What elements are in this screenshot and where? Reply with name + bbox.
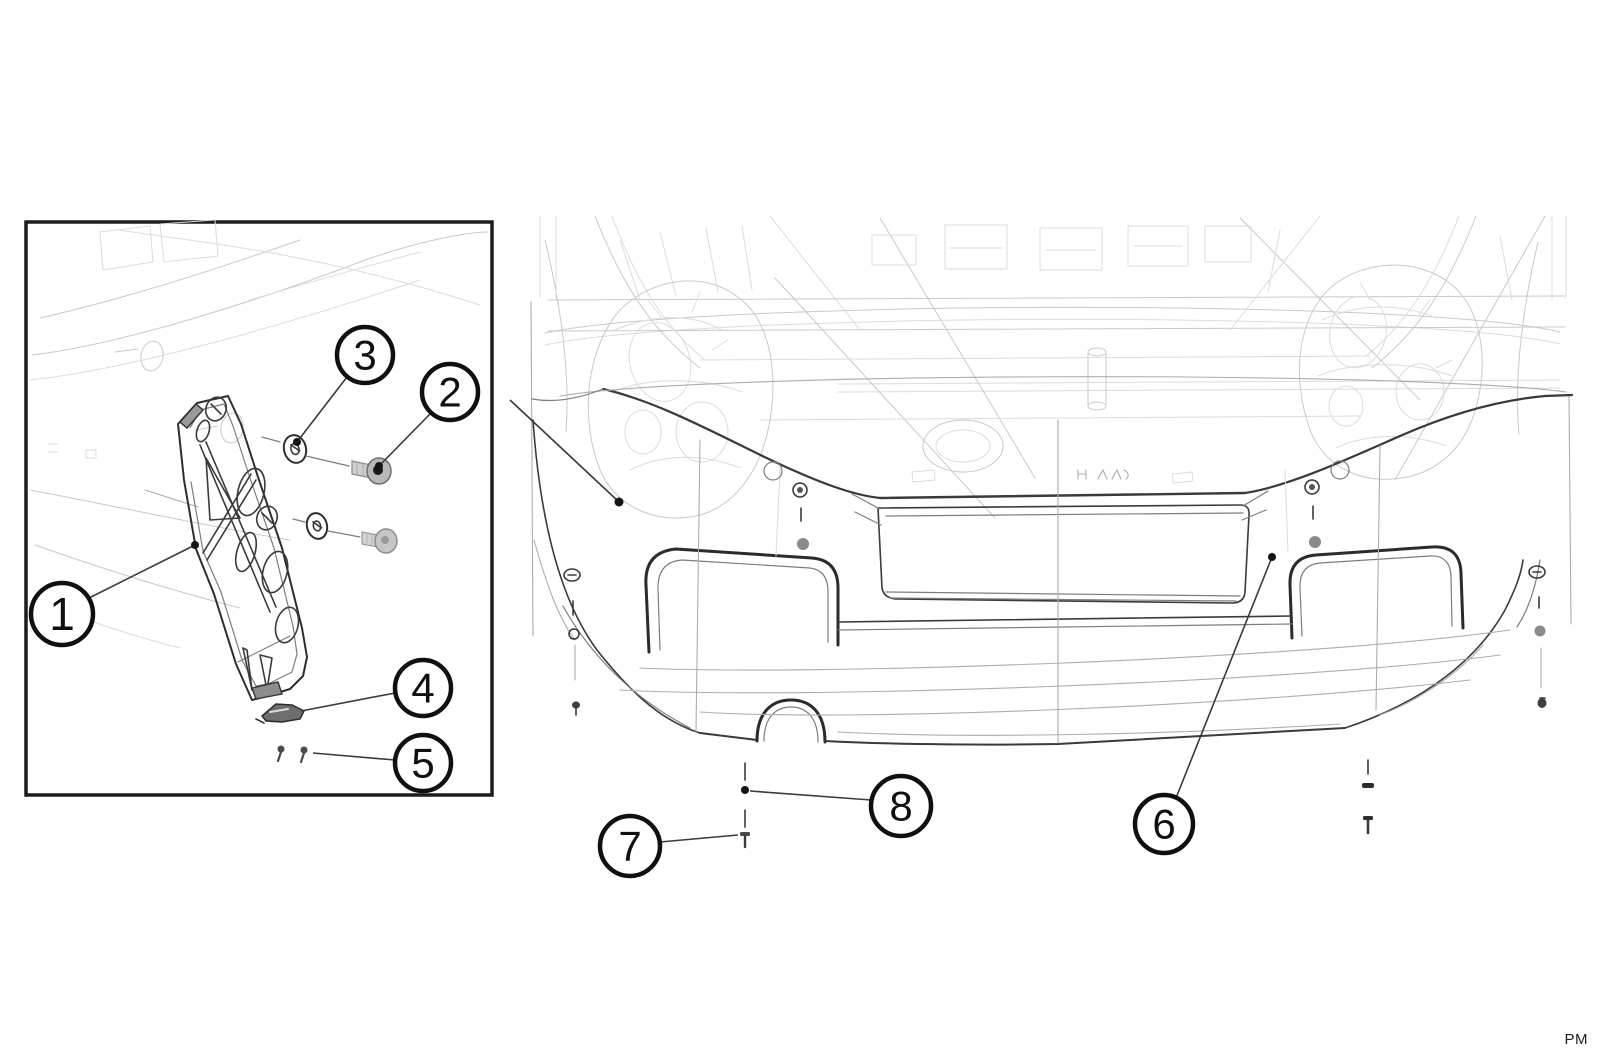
callout-layer: 1 2 3 4 5 6 7 8 [31, 327, 1276, 876]
callout-1-dot [191, 541, 199, 549]
callout-5-leader [313, 753, 395, 760]
callout-5-number: 5 [411, 740, 434, 787]
callout-4-circle[interactable] [395, 660, 451, 716]
callout-1-number: 1 [49, 588, 75, 640]
side-panels-faint [531, 216, 1571, 636]
callout-8-leader [750, 791, 871, 800]
callout-7-number: 7 [618, 823, 641, 870]
callout-4[interactable]: 4 [301, 660, 451, 716]
inset-pointer-leader [510, 400, 619, 502]
washer-lower [304, 511, 330, 541]
callout-6[interactable]: 6 [1135, 553, 1276, 853]
bracket-part-drawing [178, 394, 307, 700]
callout-1-leader [89, 545, 195, 598]
tail-light-left-sketch [588, 281, 773, 518]
callout-7[interactable]: 7 [600, 816, 738, 876]
callout-6-dot [1268, 553, 1276, 561]
bolt-lower [362, 529, 397, 553]
callout-1[interactable]: 1 [31, 541, 199, 645]
fastener-markers [564, 506, 1547, 847]
inset-pointer-dot [614, 497, 624, 507]
callout-5[interactable]: 5 [313, 735, 451, 791]
callout-4-number: 4 [411, 665, 434, 712]
callout-6-circle[interactable] [1135, 795, 1193, 853]
callout-3-dot [293, 438, 301, 446]
callout-7-circle[interactable] [600, 816, 660, 876]
screw-axis-right [1362, 760, 1374, 833]
callout-3-leader [297, 377, 347, 442]
clip-left [564, 569, 580, 715]
rear-bumper-outline [532, 377, 1572, 745]
callout-8-number: 8 [889, 783, 912, 830]
callout-4-leader [301, 693, 395, 711]
vehicle-upper-body-faint [545, 216, 1565, 518]
callout-3-number: 3 [353, 332, 376, 379]
callout-2[interactable]: 2 [375, 364, 478, 470]
tail-light-right-sketch [1299, 265, 1482, 479]
callout-3[interactable]: 3 [293, 327, 393, 446]
callout-6-number: 6 [1152, 801, 1175, 848]
clamp-part [256, 704, 304, 723]
washer-bolt-hardware [256, 433, 397, 762]
small-screws [278, 745, 308, 763]
callout-5-circle[interactable] [395, 735, 451, 791]
callout-3-circle[interactable] [337, 327, 393, 383]
vehicle-rear-drawing [531, 216, 1572, 847]
callout-7-leader [660, 835, 738, 842]
callout-8-circle[interactable] [871, 776, 931, 836]
callout-1-circle[interactable] [31, 583, 93, 645]
watermark-pm: PM [1564, 1031, 1588, 1048]
callout-2-dot [375, 462, 383, 470]
callout-8[interactable]: 8 [750, 776, 931, 836]
screw-axis-center [740, 763, 750, 847]
callout-2-circle[interactable] [422, 364, 478, 420]
callout-2-number: 2 [438, 369, 461, 416]
callout-2-leader [379, 413, 431, 466]
callout-6-leader [1176, 557, 1272, 798]
inset-pointer-line [510, 400, 624, 507]
clip-right [1529, 566, 1547, 708]
